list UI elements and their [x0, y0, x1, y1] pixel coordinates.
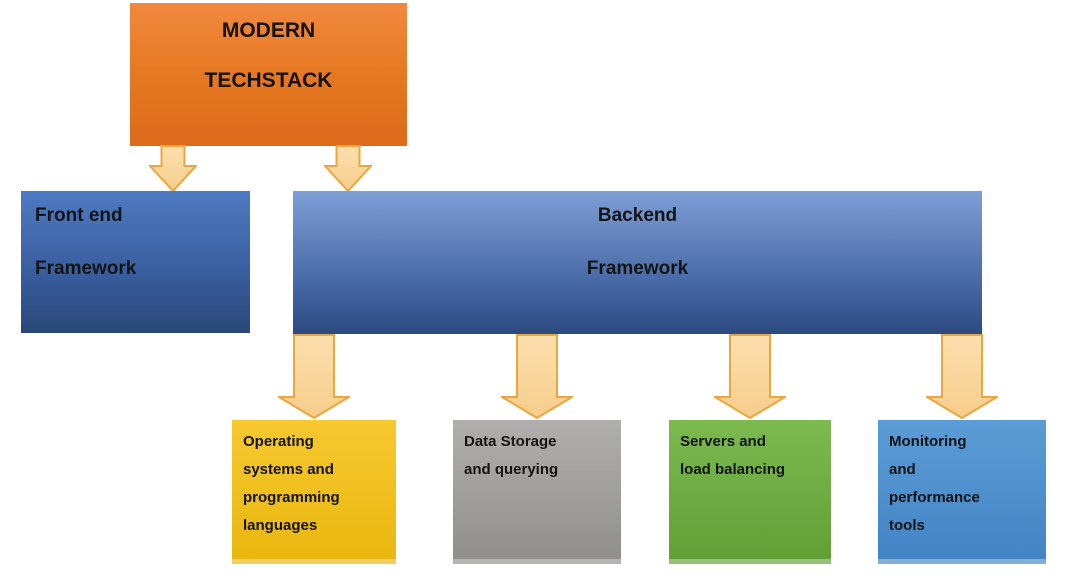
node-label-line: Backend — [597, 205, 678, 226]
node-label-line: languages — [243, 517, 318, 534]
node-label-line: Front end — [35, 205, 123, 226]
node-label-line: tools — [889, 517, 925, 534]
node-label-line: programming — [243, 489, 340, 506]
node-label-line: Framework — [586, 258, 689, 279]
arrow-backend-to-storage — [501, 334, 573, 419]
arrow-modern-to-frontend — [149, 145, 197, 192]
down-arrow-icon — [501, 334, 573, 419]
node-label-line: systems and — [243, 461, 334, 478]
arrow-backend-to-os — [278, 334, 350, 419]
node-label-line: and querying — [464, 461, 559, 478]
node-label-line: Data Storage — [464, 433, 557, 450]
node-operating-systems-languages: Operating systems and programming langua… — [232, 420, 396, 564]
down-arrow-icon — [149, 145, 197, 192]
node-label-line: Operating — [243, 433, 314, 450]
node-data-storage-querying: Data Storage and querying — [453, 420, 621, 564]
node-label-line: Servers and — [680, 433, 766, 450]
node-label-line: TECHSTACK — [204, 69, 333, 92]
node-frontend-framework: Front end Framework — [21, 191, 250, 333]
node-label-line: load balancing — [680, 461, 786, 478]
down-arrow-icon — [714, 334, 786, 419]
down-arrow-icon — [926, 334, 998, 419]
arrow-backend-to-servers — [714, 334, 786, 419]
node-monitoring-performance-tools: Monitoring and performance tools — [878, 420, 1046, 564]
node-backend-framework: Backend Framework — [293, 191, 982, 334]
node-label-line: Framework — [35, 258, 137, 279]
node-label-line: performance — [889, 489, 980, 506]
node-servers-load-balancing: Servers and load balancing — [669, 420, 831, 564]
down-arrow-icon — [278, 334, 350, 419]
down-arrow-icon — [324, 145, 372, 192]
node-label-line: and — [889, 461, 916, 478]
node-modern-techstack: MODERN TECHSTACK — [130, 3, 407, 146]
arrow-backend-to-monitoring — [926, 334, 998, 419]
node-label-line: MODERN — [221, 19, 316, 42]
node-label-line: Monitoring — [889, 433, 967, 450]
arrow-modern-to-backend — [324, 145, 372, 192]
